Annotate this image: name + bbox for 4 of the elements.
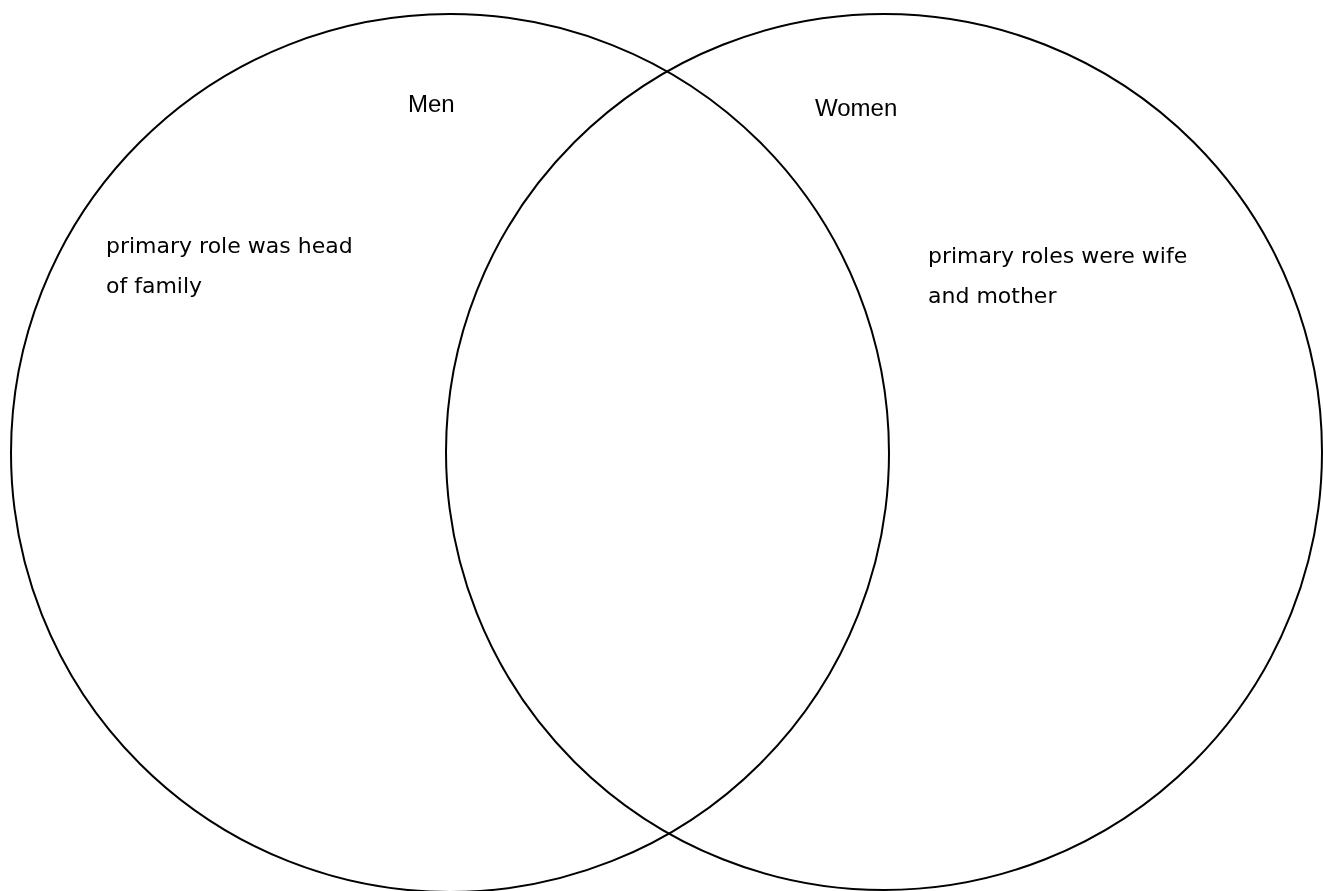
set-label: Men bbox=[408, 90, 455, 118]
set-description: primary roles were wife and mother bbox=[928, 242, 1189, 310]
set-label: Women bbox=[815, 94, 898, 122]
set-description: primary role was head of family bbox=[106, 232, 354, 300]
